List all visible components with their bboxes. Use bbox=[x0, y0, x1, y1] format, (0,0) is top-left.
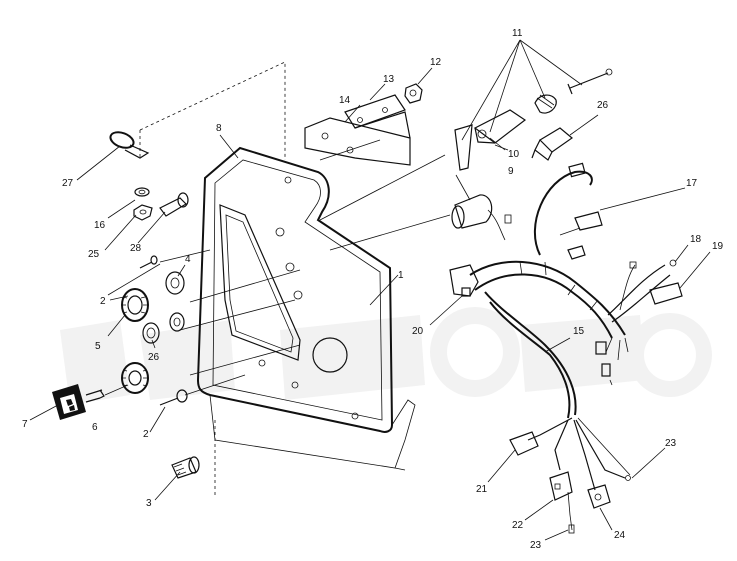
callout-11: 11 bbox=[512, 28, 523, 39]
wiring-harness bbox=[449, 162, 683, 534]
callout-20: 20 bbox=[412, 326, 424, 337]
sensor bbox=[451, 194, 512, 241]
callout-13: 13 bbox=[383, 74, 395, 85]
callout-26-lower: 26 bbox=[148, 352, 160, 363]
callout-5: 5 bbox=[95, 341, 101, 352]
ignition-nut bbox=[121, 362, 149, 394]
callout-15: 15 bbox=[573, 326, 585, 337]
bolt bbox=[171, 456, 200, 479]
ignition-key bbox=[52, 384, 105, 420]
callout-24: 24 bbox=[614, 530, 626, 541]
nut bbox=[404, 83, 423, 104]
callout-23-lower: 23 bbox=[530, 540, 542, 551]
washer bbox=[134, 187, 150, 197]
callout-14: 14 bbox=[339, 95, 351, 106]
callout-27: 27 bbox=[62, 178, 74, 189]
callout-8: 8 bbox=[216, 123, 222, 134]
callout-16: 16 bbox=[94, 220, 106, 231]
callout-10: 10 bbox=[508, 149, 520, 160]
eye-bolt bbox=[109, 131, 150, 159]
callout-labels: 1 2 2 3 4 5 6 7 8 9 10 11 12 13 14 15 16… bbox=[22, 28, 724, 551]
knurled-nut bbox=[121, 288, 149, 322]
callout-12: 12 bbox=[430, 57, 442, 68]
callout-28: 28 bbox=[130, 243, 142, 254]
watermark-logo bbox=[60, 307, 712, 405]
callout-2-lower: 2 bbox=[143, 429, 149, 440]
callout-25: 25 bbox=[88, 249, 100, 260]
callout-22: 22 bbox=[512, 520, 524, 531]
small-screw-upper bbox=[139, 255, 158, 269]
callout-4: 4 bbox=[185, 254, 191, 265]
callout-9: 9 bbox=[508, 166, 514, 177]
callout-1: 1 bbox=[398, 270, 404, 281]
lock-nut bbox=[133, 204, 153, 221]
switch-assembly bbox=[454, 68, 613, 171]
callout-3: 3 bbox=[146, 498, 152, 509]
small-screw-lower bbox=[159, 389, 188, 406]
toggle-switch bbox=[531, 127, 573, 161]
callout-19: 19 bbox=[712, 241, 724, 252]
callout-18: 18 bbox=[690, 234, 702, 245]
callout-6: 6 bbox=[92, 422, 98, 433]
callout-2-upper: 2 bbox=[100, 296, 106, 307]
leader-lines bbox=[29, 39, 711, 541]
callout-7: 7 bbox=[22, 419, 28, 430]
callout-26-upper: 26 bbox=[597, 100, 609, 111]
mounting-bracket bbox=[304, 94, 411, 166]
instrument-panel bbox=[196, 146, 416, 471]
flat-washer bbox=[165, 271, 185, 295]
callout-21: 21 bbox=[476, 484, 488, 495]
callout-17: 17 bbox=[686, 178, 698, 189]
callout-23-upper: 23 bbox=[665, 438, 677, 449]
lock-washer-pair bbox=[142, 312, 185, 344]
alignment-lines bbox=[139, 61, 451, 495]
